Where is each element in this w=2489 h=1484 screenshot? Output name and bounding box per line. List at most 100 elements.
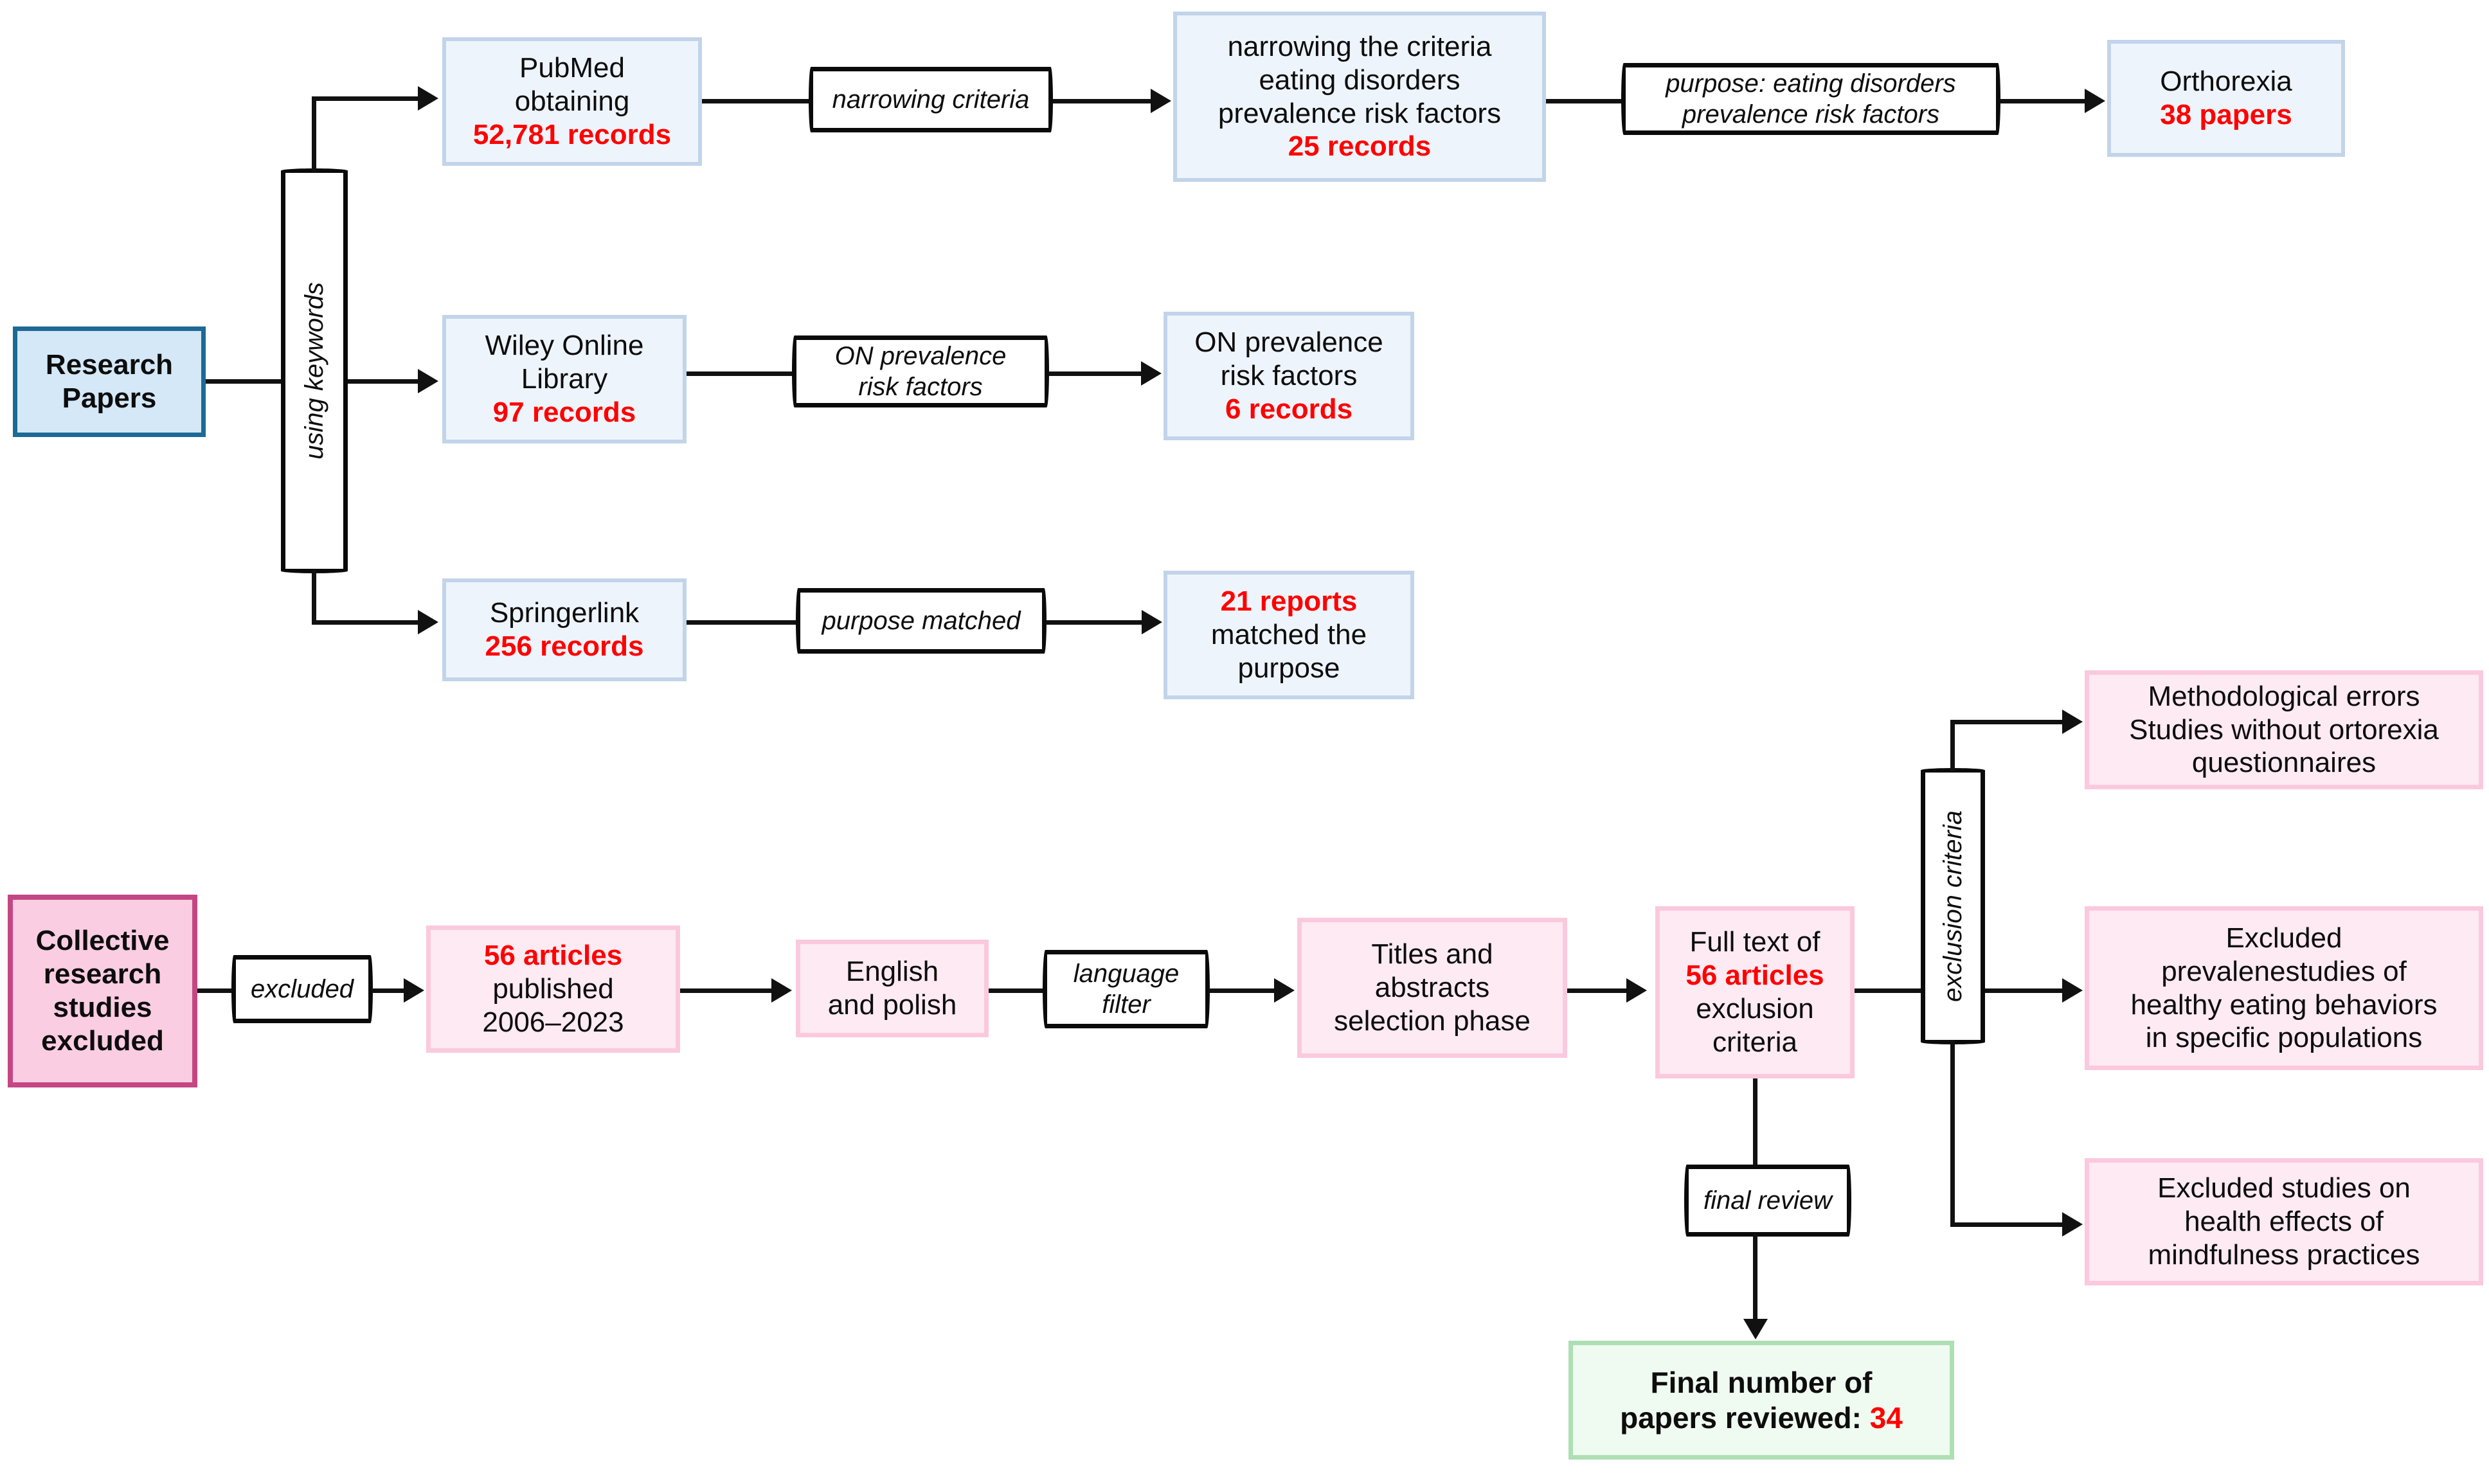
connector-keywords-to-wiley	[348, 379, 421, 384]
connector-exclusion-down	[1950, 1040, 1955, 1226]
exclusion3-line1: Excluded studies on	[2157, 1172, 2411, 1204]
collective-line2: research	[43, 958, 162, 990]
pubmed-line2: obtaining	[514, 85, 630, 118]
arrowhead-to-orthorexia	[2085, 89, 2105, 113]
arrowhead-to-exclusion-box-3	[2062, 1212, 2083, 1237]
capsule-exclusion-criteria[interactable]: exclusion criteria	[1921, 768, 1985, 1044]
node-matched-the-purpose[interactable]: 21 reports matched the purpose	[1164, 571, 1414, 699]
node-springerlink[interactable]: Springerlink 256 records	[442, 578, 687, 681]
research-papers-line2: Papers	[62, 382, 157, 414]
connector-titles-to-fulltext	[1567, 988, 1631, 993]
capsule-on-prevalence-risk-factors-filter[interactable]: ON prevalence risk factors	[792, 335, 1049, 407]
connector-wiley-to-filter	[687, 371, 802, 376]
connector-articles-to-english	[680, 988, 777, 993]
narrowed-records: 25 records	[1288, 130, 1432, 163]
using-keywords-label: using keywords	[300, 282, 328, 460]
node-exclusion-methodological-errors[interactable]: Methodological errors Studies without or…	[2085, 670, 2483, 789]
capsule-final-review[interactable]: final review	[1684, 1165, 1851, 1237]
full-text-line1: Full text of	[1689, 926, 1820, 958]
node-pubmed[interactable]: PubMed obtaining 52,781 records	[442, 37, 702, 166]
exclusion1-line3: questionnaires	[2191, 747, 2377, 779]
capsule-language-filter[interactable]: language filter	[1043, 950, 1210, 1028]
connector-exclusion-to-box2	[1985, 988, 2069, 993]
on-prevalence-result-line2: risk factors	[1220, 360, 1358, 392]
node-orthorexia[interactable]: Orthorexia 38 papers	[2107, 40, 2345, 157]
exclusion3-line2: health effects of	[2184, 1206, 2384, 1238]
arrowhead-to-english-polish	[771, 978, 792, 1003]
matched-line3: purpose	[1237, 652, 1340, 684]
node-wiley-online-library[interactable]: Wiley Online Library 97 records	[442, 315, 687, 443]
matched-reports: 21 reports	[1220, 586, 1358, 618]
final-review-label: final review	[1703, 1186, 1833, 1215]
excluded-label: excluded	[250, 975, 354, 1003]
springerlink-records: 256 records	[485, 630, 644, 662]
connector-fulltext-to-exclusion-capsule	[1855, 988, 1925, 993]
pubmed-records: 52,781 records	[472, 118, 672, 150]
connector-excluded-to-articles	[372, 988, 410, 993]
node-titles-and-abstracts[interactable]: Titles and abstracts selection phase	[1297, 918, 1567, 1058]
full-text-line4: criteria	[1712, 1026, 1798, 1058]
node-full-text-exclusion-criteria[interactable]: Full text of 56 articles exclusion crite…	[1655, 906, 1855, 1078]
node-articles-published[interactable]: 56 articles published 2006–2023	[426, 925, 680, 1053]
research-papers-line1: Research	[45, 349, 174, 381]
final-result-label: papers reviewed:	[1620, 1400, 1870, 1435]
connector-language-filter-to-titles	[1209, 988, 1279, 993]
exclusion2-line1: Excluded	[2225, 922, 2342, 954]
on-prevalence-result-records: 6 records	[1225, 393, 1353, 425]
node-collective-research-studies-excluded[interactable]: Collective research studies excluded	[8, 895, 197, 1087]
language-filter-line1: language	[1073, 960, 1180, 988]
node-narrowed-records[interactable]: narrowing the criteria eating disorders …	[1173, 12, 1546, 182]
connector-purpose-matched-to-result	[1047, 620, 1146, 625]
connector-keywords-to-pubmed	[312, 96, 421, 101]
english-line1: English	[845, 956, 939, 988]
arrowhead-to-pubmed	[418, 86, 438, 111]
arrowhead-to-on-prevalence-result	[1141, 361, 1162, 386]
node-exclusion-prevalence-healthy-eating[interactable]: Excluded prevalenestudies of healthy eat…	[2085, 906, 2483, 1070]
articles-published-line2: published	[492, 973, 614, 1005]
narrowed-line3: prevalence risk factors	[1218, 97, 1502, 129]
node-final-number-of-papers-reviewed[interactable]: Final number of papers reviewed: 34	[1568, 1341, 1954, 1460]
connector-keywords-down	[312, 569, 316, 625]
wiley-line1: Wiley Online	[485, 330, 644, 362]
matched-line2: matched the	[1210, 619, 1367, 651]
articles-count: 56 articles	[483, 940, 623, 972]
connector-exclusion-up	[1950, 720, 1955, 771]
node-on-prevalence-risk-factors[interactable]: ON prevalence risk factors 6 records	[1164, 312, 1414, 440]
orthorexia-line1: Orthorexia	[2160, 66, 2292, 98]
purpose-eating-line2: prevalence risk factors	[1682, 100, 1940, 129]
collective-line3: studies	[53, 992, 152, 1023]
node-research-papers[interactable]: Research Papers	[13, 326, 206, 437]
capsule-purpose-eating-disorders[interactable]: purpose: eating disorders prevalence ris…	[1621, 63, 2000, 135]
final-result-line2: papers reviewed: 34	[1620, 1400, 1903, 1435]
articles-published-years: 2006–2023	[482, 1006, 624, 1038]
capsule-using-keywords[interactable]: using keywords	[281, 168, 348, 573]
connector-keywords-up	[312, 96, 316, 172]
arrowhead-to-articles-published	[404, 978, 424, 1003]
arrowhead-to-wiley	[418, 369, 438, 393]
titles-line3: selection phase	[1334, 1005, 1531, 1037]
exclusion2-line3: healthy eating behaviors	[2130, 988, 2438, 1021]
arrowhead-to-springerlink	[418, 610, 438, 634]
capsule-narrowing-criteria[interactable]: narrowing criteria	[809, 67, 1053, 132]
node-exclusion-mindfulness-practices[interactable]: Excluded studies on health effects of mi…	[2085, 1158, 2483, 1285]
connector-exclusion-to-box3	[1950, 1222, 2066, 1227]
wiley-records: 97 records	[492, 396, 636, 428]
arrowhead-to-final-result	[1743, 1319, 1768, 1339]
titles-line1: Titles and	[1371, 938, 1493, 970]
collective-line4: excluded	[41, 1024, 164, 1057]
capsule-purpose-matched[interactable]: purpose matched	[796, 588, 1047, 654]
language-filter-line2: filter	[1102, 990, 1151, 1019]
arrowhead-to-exclusion-box-1	[2062, 710, 2083, 734]
exclusion3-line3: mindfulness practices	[2148, 1238, 2420, 1271]
connector-narrowing-to-narrowed	[1053, 99, 1156, 103]
capsule-excluded[interactable]: excluded	[231, 955, 373, 1023]
narrowing-criteria-label: narrowing criteria	[832, 85, 1030, 114]
purpose-eating-line1: purpose: eating disorders	[1666, 69, 1956, 98]
node-english-and-polish[interactable]: English and polish	[796, 940, 989, 1037]
narrowed-line2: eating disorders	[1259, 64, 1460, 96]
connector-springer-to-purpose-matched	[687, 620, 809, 625]
exclusion1-line2: Studies without ortorexia	[2129, 713, 2439, 746]
final-result-count: 34	[1869, 1400, 1903, 1435]
springerlink-line1: Springerlink	[489, 597, 640, 629]
on-prevalence-result-line1: ON prevalence	[1194, 326, 1383, 359]
